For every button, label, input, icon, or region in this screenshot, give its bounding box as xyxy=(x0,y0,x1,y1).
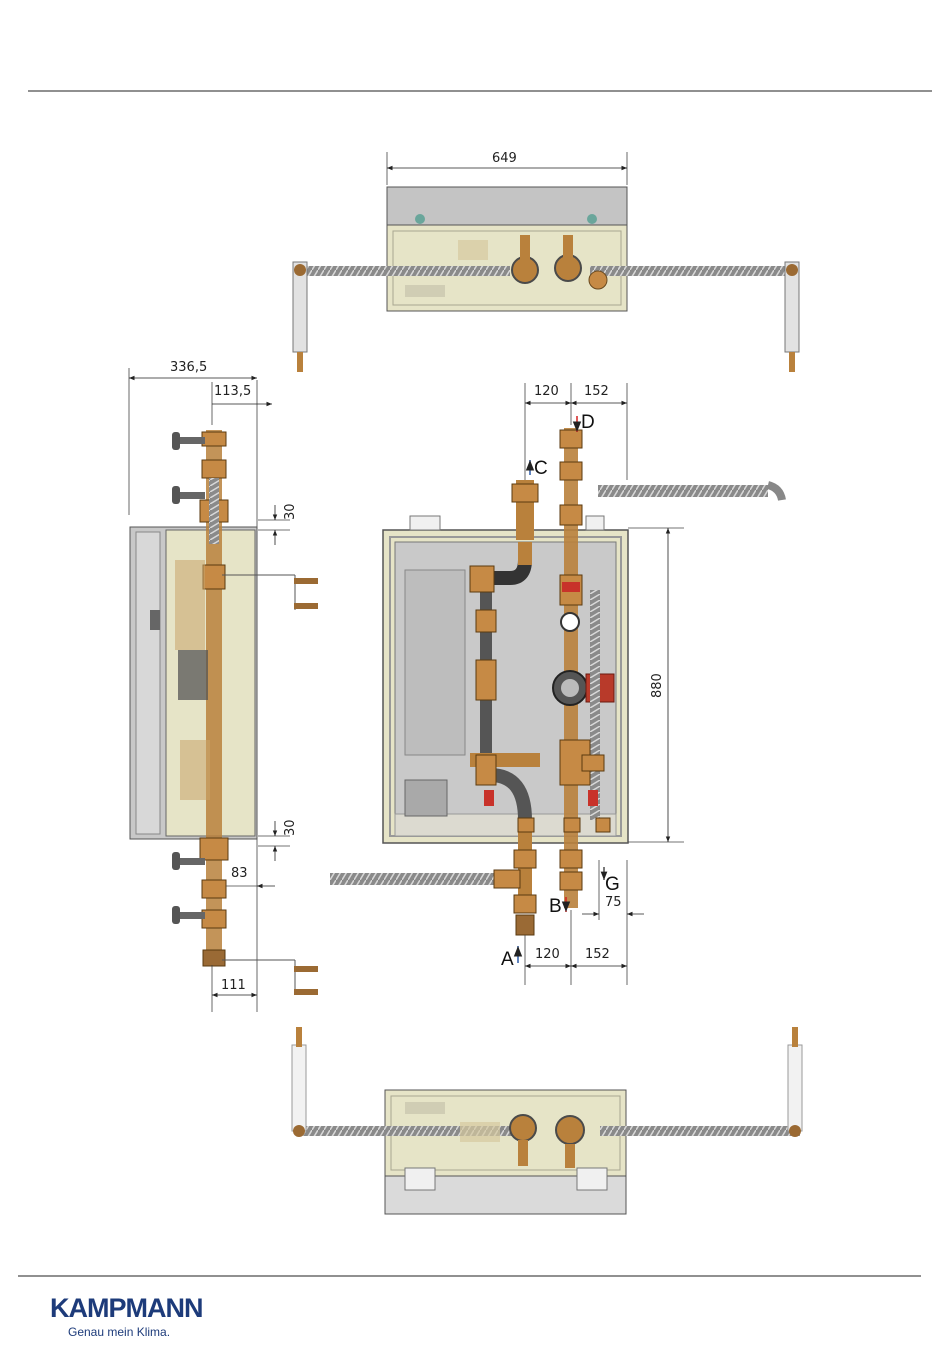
dim-front-bottom-left: 120 xyxy=(535,947,560,962)
bottom-view xyxy=(292,1027,802,1214)
dim-front-bottom-right: 152 xyxy=(585,947,610,962)
logo-slogan: Genau mein Klima. xyxy=(68,1325,170,1339)
front-view: 120 152 xyxy=(330,383,782,985)
dim-front-top-left: 120 xyxy=(534,384,559,399)
dim-side-bracket-width: 111 xyxy=(221,978,246,993)
side-view: 336,5 113,5 xyxy=(129,360,318,1012)
connection-label-d: D xyxy=(581,412,595,433)
connection-label-g: G xyxy=(605,874,620,895)
connection-label-b: B xyxy=(549,896,562,917)
connection-label-c: C xyxy=(534,458,548,479)
top-view: 649 xyxy=(293,151,799,372)
dim-front-top-right: 152 xyxy=(584,384,609,399)
dim-top-width: 649 xyxy=(492,151,517,166)
dim-side-bottom-offset: 83 xyxy=(231,866,248,881)
dim-side-offset: 113,5 xyxy=(214,384,251,399)
connection-label-a: A xyxy=(501,949,514,970)
dim-front-height: 880 xyxy=(650,673,665,698)
kampmann-logo: KAMPMANN xyxy=(50,1293,202,1324)
dim-side-depth: 336,5 xyxy=(170,360,207,375)
dim-front-g-offset: 75 xyxy=(605,895,622,910)
dim-side-gap-bottom: 30 xyxy=(283,819,298,836)
dim-side-gap-top: 30 xyxy=(283,503,298,520)
